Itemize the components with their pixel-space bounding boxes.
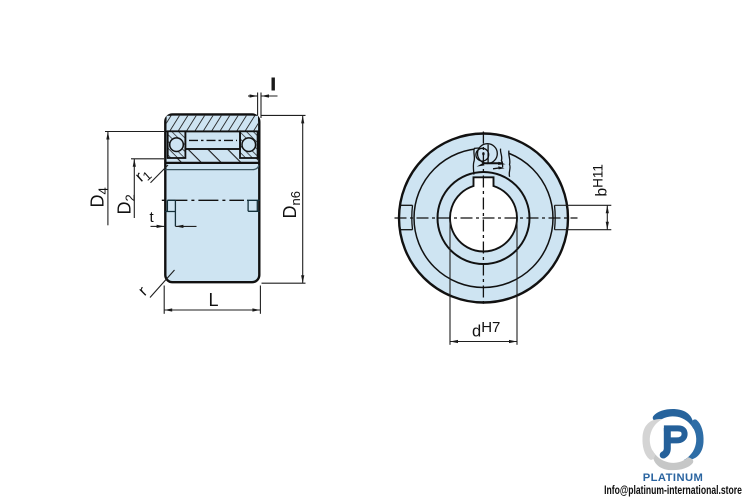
- svg-text:t: t: [150, 209, 155, 226]
- svg-text:r: r: [135, 283, 151, 299]
- svg-text:L: L: [209, 290, 219, 310]
- svg-text:D4: D4: [88, 187, 111, 207]
- svg-text:PLATINUM: PLATINUM: [643, 472, 704, 484]
- svg-text:bH11: bH11: [591, 164, 611, 196]
- svg-text:Info@platinum-international.st: Info@platinum-international.store: [604, 484, 742, 498]
- svg-text:D2: D2: [114, 194, 137, 214]
- svg-text:Dn6: Dn6: [280, 191, 303, 218]
- svg-text:dH7: dH7: [472, 319, 500, 341]
- svg-text:r1: r1: [132, 164, 155, 188]
